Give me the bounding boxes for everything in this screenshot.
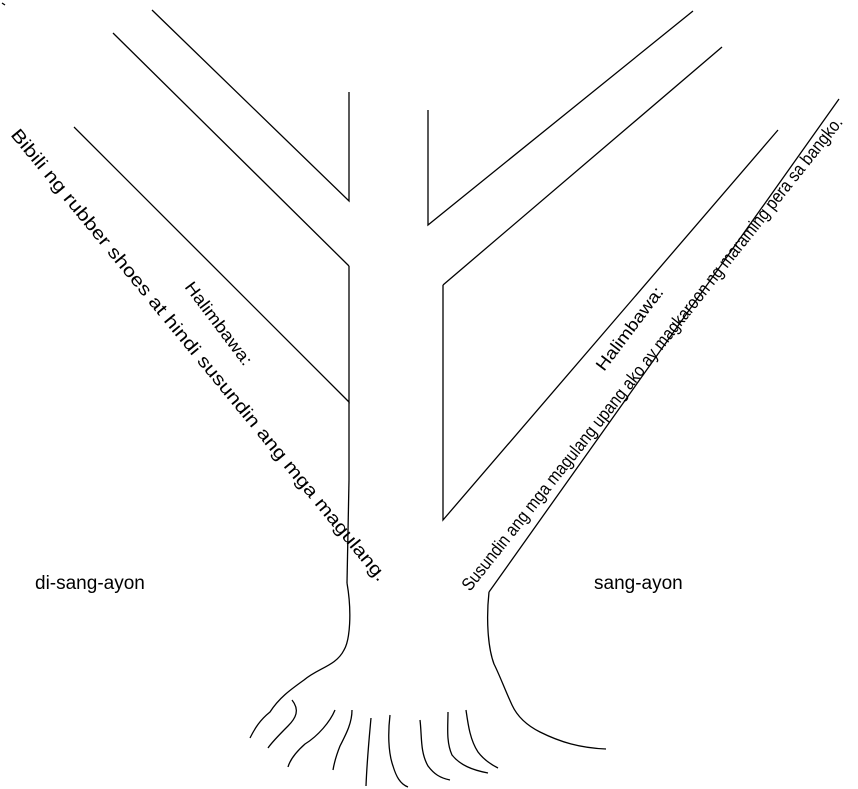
corner-mark: [1, 2, 6, 6]
root-center: [365, 717, 372, 787]
trunk-left-edge: [346, 479, 350, 584]
root-left-outer: [249, 582, 351, 739]
root-right-2: [419, 719, 451, 781]
left-branch-example: Bibili ng rubber shoes at hindi susundin…: [7, 125, 391, 585]
root-left-3: [287, 709, 336, 768]
root-right-3: [447, 711, 489, 774]
right-lower-branch: [442, 129, 779, 522]
right-branch-example: Susundin ang mga magulang upang ako ay m…: [457, 112, 846, 594]
root-right-outer: [486, 591, 607, 750]
left-side-label: di-sang-ayon: [35, 573, 145, 594]
root-left-4: [332, 709, 353, 771]
root-left-2: [267, 699, 298, 749]
left-upper-branch: [151, 9, 350, 203]
right-side-label: sang-ayon: [594, 573, 683, 594]
right-upper-branch: [427, 10, 694, 227]
right-upper-branch-edge: [442, 46, 723, 286]
root-right-mid: [465, 709, 499, 769]
left-upper-branch-edge: [112, 32, 350, 267]
root-right-1: [388, 714, 409, 788]
right-outer-branch: [488, 98, 840, 593]
